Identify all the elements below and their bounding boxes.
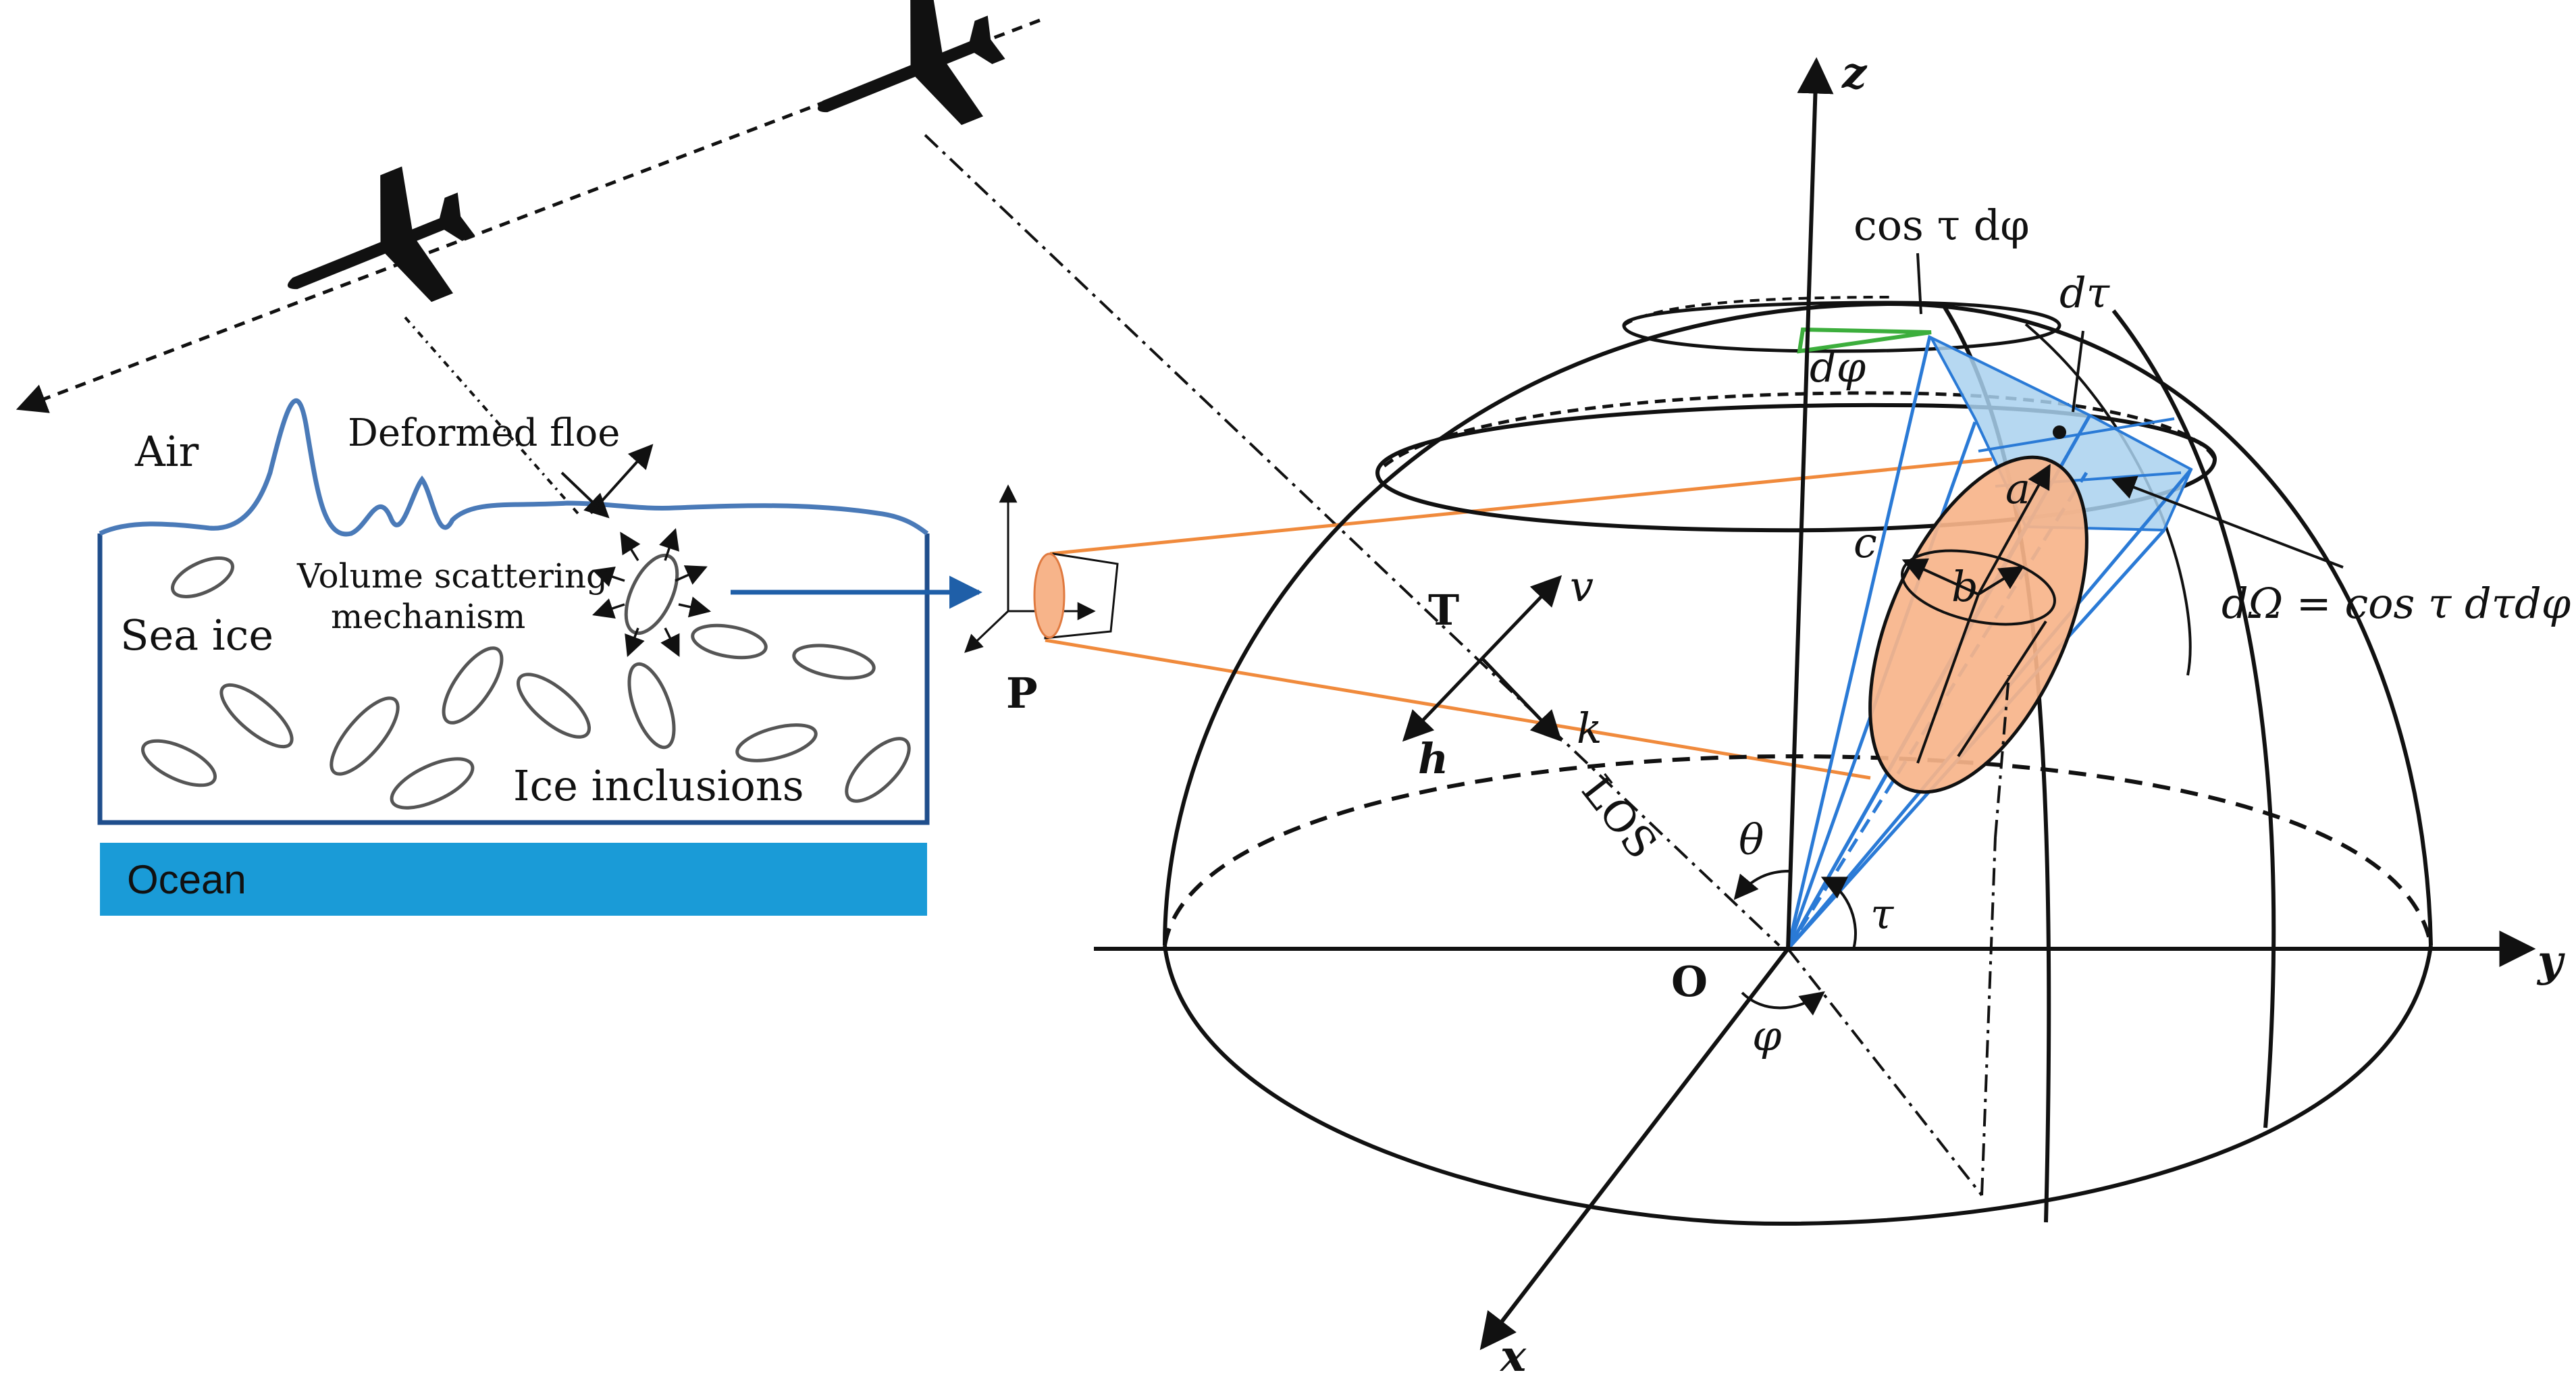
label-volume-scattering: Volume scattering xyxy=(296,556,608,596)
orange-beam-lower xyxy=(1045,638,1871,780)
label-tau: τ xyxy=(1870,889,1895,939)
ice-inclusion xyxy=(330,696,400,776)
cos-tau-dphi-pointer xyxy=(1916,253,1922,315)
z-axis xyxy=(1786,57,1834,949)
ice-inclusion xyxy=(390,757,475,810)
reflected-wave-arrow xyxy=(589,444,654,515)
ellipsoid-scatterer xyxy=(1868,455,2088,794)
label-b: b xyxy=(1951,562,1978,611)
ice-inclusion xyxy=(627,662,676,750)
radar-line-of-sight xyxy=(924,134,1781,947)
ice-inclusions-group xyxy=(140,553,911,810)
label-ocean: Ocean xyxy=(127,857,246,902)
polarization-frame xyxy=(1402,575,1562,742)
label-h: h xyxy=(1418,734,1448,783)
label-los: LOS xyxy=(1572,766,1666,868)
label-d-phi: dφ xyxy=(1810,342,1866,392)
d-tau-pointer xyxy=(2072,330,2084,413)
deformed-ice-surface xyxy=(99,398,929,537)
label-x: x xyxy=(1499,1331,1527,1378)
orange-beam-upper xyxy=(1049,457,1993,556)
label-d-tau: dτ xyxy=(2059,268,2111,317)
label-k: k xyxy=(1577,704,1602,753)
d-phi-wedge xyxy=(1797,327,1932,354)
incident-wave-arrow xyxy=(560,471,610,519)
hemisphere-base-front xyxy=(1163,945,2433,1226)
ice-inclusion xyxy=(219,683,294,749)
scattering-inclusion xyxy=(624,553,679,635)
label-y: y xyxy=(2536,936,2565,987)
label-z: z xyxy=(1841,48,1868,99)
label-t: T xyxy=(1428,585,1459,635)
label-theta: θ xyxy=(1739,815,1764,864)
meridian xyxy=(2111,309,2276,1128)
patch-center-point xyxy=(2053,425,2066,439)
ice-inclusion xyxy=(171,556,234,598)
airplane-icon xyxy=(262,151,492,350)
hemisphere-base-back xyxy=(1163,754,2433,946)
latitude-circle xyxy=(1375,402,2217,533)
label-sea-ice: Sea ice xyxy=(120,610,273,660)
label-deformed-floe: Deformed floe xyxy=(348,411,620,455)
ice-inclusion xyxy=(792,644,876,680)
radar-incident-line xyxy=(404,316,582,518)
airplane-icon xyxy=(792,0,1022,173)
ice-inclusion xyxy=(516,673,592,739)
tau-arc xyxy=(1820,877,1857,949)
d-omega-pointer xyxy=(2111,475,2344,569)
projection-lines xyxy=(1787,675,2010,1197)
hemisphere-outline xyxy=(1163,301,2433,946)
sea-ice-layer xyxy=(97,533,930,825)
hemisphere xyxy=(1163,296,2433,1226)
label-a: a xyxy=(2005,464,2030,513)
label-cos-tau-dphi: cos τ dφ xyxy=(1854,201,2030,250)
label-phi: φ xyxy=(1752,1011,1782,1060)
ice-inclusion xyxy=(691,623,768,660)
scattering-arrows xyxy=(592,528,712,657)
label-c: c xyxy=(1854,518,1877,567)
point-p-axes xyxy=(964,484,1096,653)
label-v: v xyxy=(1570,562,1594,611)
label-o: O xyxy=(1671,957,1708,1006)
label-d-omega: dΩ = cos τ dτdφ xyxy=(2222,579,2571,628)
ocean-layer xyxy=(100,843,927,916)
ellipsoid-axes xyxy=(1901,463,2051,764)
flight-path xyxy=(16,18,1041,413)
ice-inclusion xyxy=(140,739,217,787)
scatterer-cross-section xyxy=(1033,552,1066,639)
ice-inclusion xyxy=(845,737,911,803)
label-air: Air xyxy=(134,427,199,476)
top-circle xyxy=(1622,301,2061,353)
theta-arc xyxy=(1733,870,1790,900)
ice-inclusion xyxy=(442,646,504,725)
phi-arc xyxy=(1741,991,1825,1016)
ice-inclusion xyxy=(735,723,818,762)
label-ice-inclusions: Ice inclusions xyxy=(513,761,804,810)
label-p: P xyxy=(1006,669,1038,718)
x-axis xyxy=(1479,947,1790,1351)
label-mechanism: mechanism xyxy=(331,597,525,636)
